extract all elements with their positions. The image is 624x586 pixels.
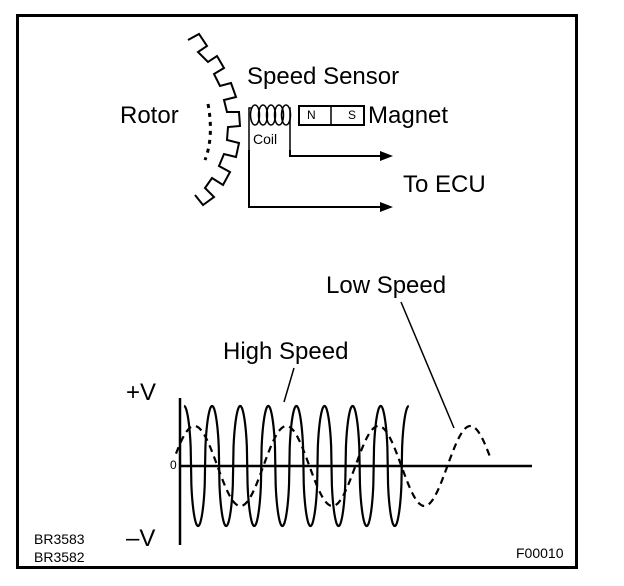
figure-code: F00010	[516, 545, 564, 561]
magnet-label: Magnet	[368, 102, 449, 129]
ecu-arrow-lower	[380, 202, 393, 212]
ecu-wire-upper	[289, 150, 383, 157]
diagram-frame	[16, 14, 578, 569]
high-speed-label: High Speed	[223, 338, 349, 365]
to-ecu-label: To ECU	[403, 171, 486, 198]
zero-label: 0	[170, 458, 177, 472]
coil-label: Coil	[253, 131, 278, 147]
coil-icon	[248, 104, 292, 150]
speed-sensor-label: Speed Sensor	[247, 63, 400, 90]
high-speed-leader	[283, 367, 295, 403]
ecu-wire-lower	[248, 150, 383, 208]
low-speed-waveform	[174, 424, 492, 508]
low-speed-label: Low Speed	[326, 272, 447, 299]
reference-code-2: BR3582	[34, 549, 85, 565]
rotor-shading	[203, 103, 212, 161]
magnet-south-label: S	[348, 108, 357, 122]
high-speed-waveform	[183, 404, 410, 528]
rotor-label: Rotor	[120, 102, 179, 129]
reference-code-1: BR3583	[34, 531, 85, 547]
rotor-teeth	[187, 32, 242, 207]
negative-voltage-label: –V	[126, 525, 156, 552]
positive-voltage-label: +V	[126, 379, 157, 406]
magnet-north-label: N	[307, 108, 316, 122]
low-speed-leader	[400, 301, 455, 429]
ecu-arrow-upper	[380, 151, 393, 161]
